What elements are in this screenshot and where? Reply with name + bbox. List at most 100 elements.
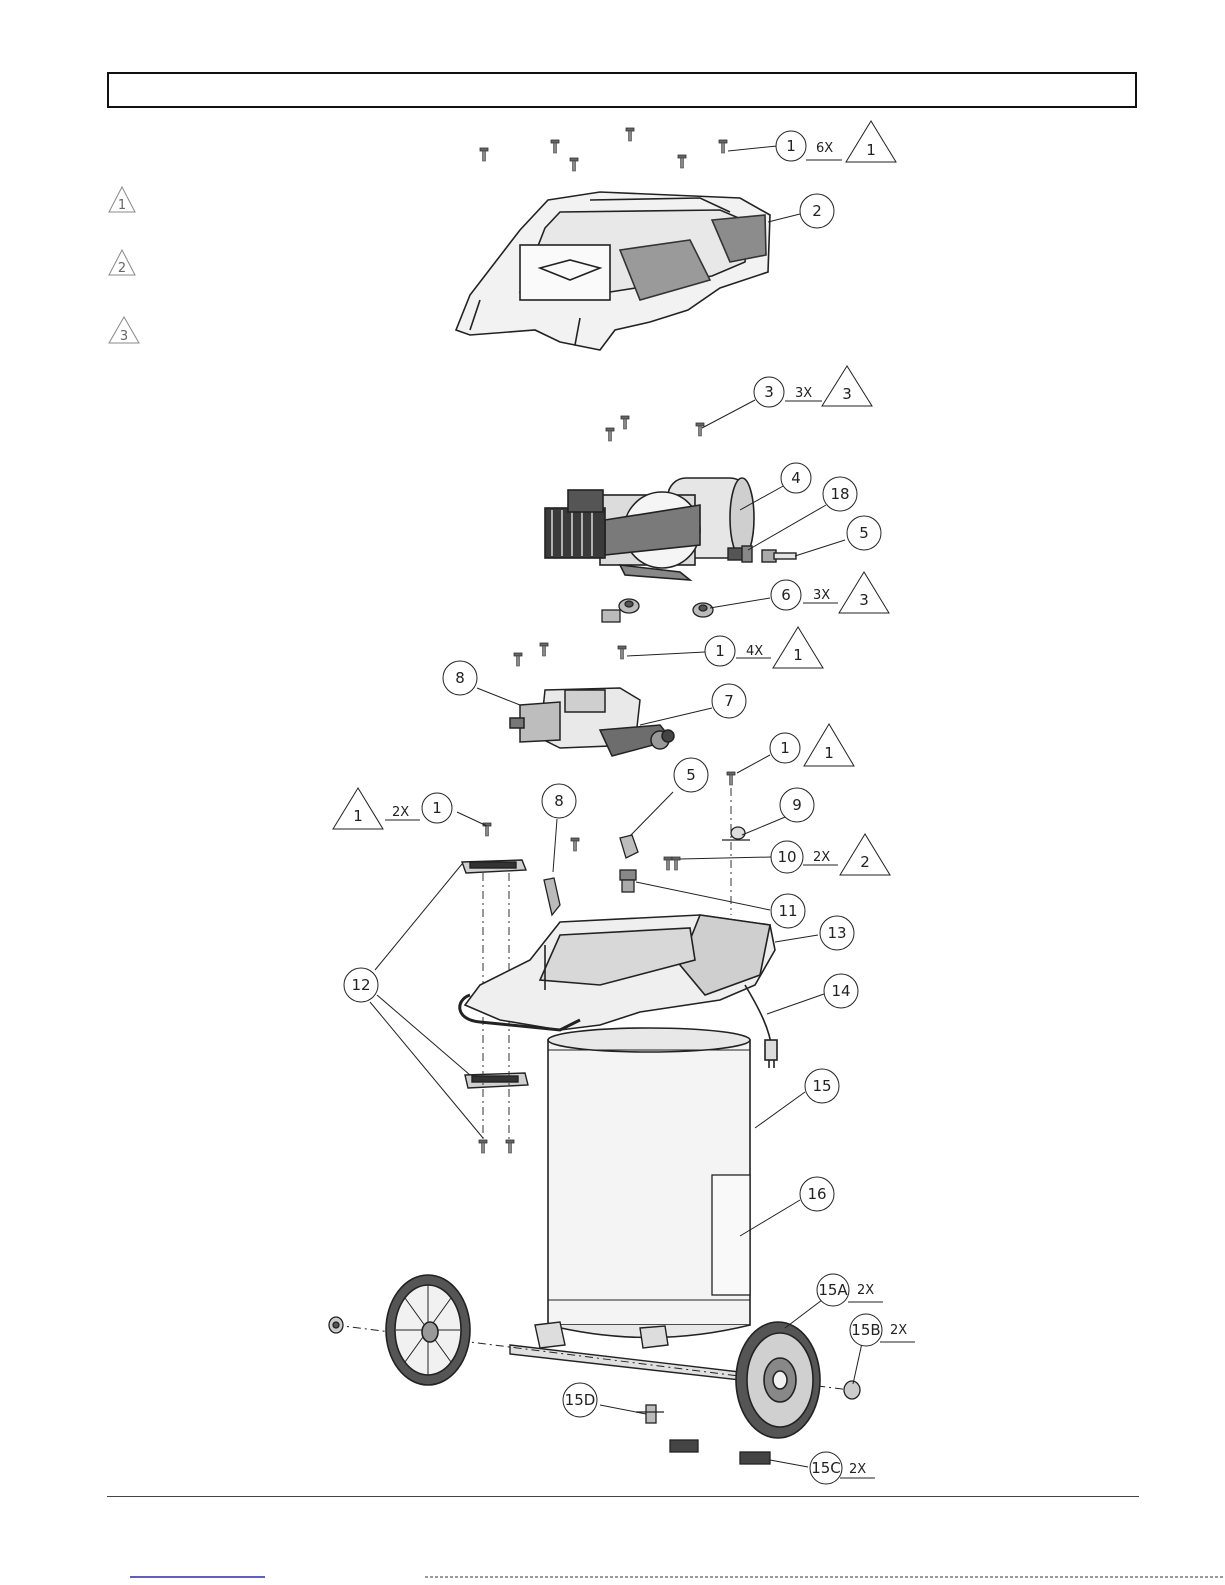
tank-label <box>712 1175 750 1295</box>
qty-3: 3X <box>795 386 812 401</box>
triangle-1-right: 1 <box>804 724 854 766</box>
tube-5 <box>762 550 796 562</box>
callout-11: 11 <box>771 894 805 928</box>
motor-screws <box>606 416 704 441</box>
svg-text:8: 8 <box>554 792 564 810</box>
svg-text:5: 5 <box>686 766 696 784</box>
callout-15C: 15C <box>810 1452 842 1484</box>
triangle-1-left: 1 <box>333 788 383 829</box>
elbow-5 <box>620 835 638 858</box>
nut-left <box>329 1317 343 1333</box>
svg-text:3: 3 <box>842 385 852 403</box>
svg-text:3: 3 <box>764 383 774 401</box>
rubber-feet <box>670 1440 770 1464</box>
callout-10: 10 <box>771 841 803 873</box>
svg-text:15B: 15B <box>851 1321 880 1339</box>
qty-15B: 2X <box>890 1323 907 1338</box>
qty-6: 3X <box>813 588 830 603</box>
callout-16: 16 <box>800 1177 834 1211</box>
motor-pump-assembly <box>545 478 754 580</box>
callout-14: 14 <box>824 974 858 1008</box>
svg-text:1: 1 <box>780 739 790 757</box>
qty-15C: 2X <box>849 1462 866 1477</box>
triangle-1-mid: 1 <box>773 627 823 668</box>
svg-text:11: 11 <box>778 902 797 920</box>
drain-valve <box>636 1405 664 1423</box>
svg-text:15: 15 <box>812 1077 831 1095</box>
svg-text:15A: 15A <box>818 1281 848 1299</box>
screw-right <box>727 772 735 785</box>
qty-1-top: 6X <box>816 141 833 156</box>
callout-4: 4 <box>781 463 811 493</box>
callout-8-upper: 8 <box>443 661 477 695</box>
svg-text:16: 16 <box>807 1185 826 1203</box>
svg-text:1: 1 <box>786 137 796 155</box>
svg-text:14: 14 <box>831 982 850 1000</box>
grip-screw-1 <box>479 1140 487 1153</box>
svg-text:8: 8 <box>455 669 465 687</box>
svg-text:3: 3 <box>120 329 128 344</box>
valve-8 <box>544 878 560 915</box>
svg-text:18: 18 <box>830 485 849 503</box>
svg-text:1: 1 <box>118 198 126 213</box>
svg-text:7: 7 <box>724 692 734 710</box>
control-manifold <box>510 688 674 756</box>
callout-15D: 15D <box>563 1383 597 1417</box>
control-screws <box>514 643 626 666</box>
callout-5-lower: 5 <box>674 758 708 792</box>
svg-text:1: 1 <box>824 744 834 762</box>
footer-rule <box>107 1496 1139 1497</box>
triangle-2: 2 <box>840 834 890 875</box>
grip-screw-2 <box>506 1140 514 1153</box>
callout-6: 6 <box>771 580 801 610</box>
fitting-18 <box>728 546 752 562</box>
callout-15A: 15A <box>817 1274 849 1306</box>
legend-mark-3: 3 <box>109 317 139 344</box>
callout-13: 13 <box>820 916 854 950</box>
callout-1: 1 <box>776 131 806 161</box>
svg-text:5: 5 <box>859 524 869 542</box>
callout-1-left: 1 <box>422 793 452 823</box>
legend-mark-2: 2 <box>109 250 135 276</box>
triangle-3-upper: 3 <box>822 366 872 406</box>
svg-text:4: 4 <box>791 469 801 487</box>
callout-1-mid: 1 <box>705 636 735 666</box>
callout-2: 2 <box>800 194 834 228</box>
callout-3: 3 <box>754 377 784 407</box>
base-frame <box>460 915 775 1030</box>
svg-text:15D: 15D <box>565 1391 596 1409</box>
legend-mark-1: 1 <box>109 187 135 213</box>
svg-text:10: 10 <box>777 848 796 866</box>
handle-grip-top <box>462 860 526 873</box>
svg-text:6: 6 <box>781 586 791 604</box>
callout-7: 7 <box>712 684 746 718</box>
svg-text:1: 1 <box>432 799 442 817</box>
callout-8-lower: 8 <box>542 784 576 818</box>
svg-text:2: 2 <box>118 261 126 276</box>
screws-10 <box>664 857 680 870</box>
triangle-3-lower: 3 <box>839 572 889 613</box>
svg-text:2: 2 <box>860 853 870 871</box>
svg-text:1: 1 <box>866 141 876 159</box>
callout-12: 12 <box>344 968 378 1002</box>
wheel-right <box>736 1322 820 1438</box>
svg-text:15C: 15C <box>811 1459 841 1477</box>
wheel-left <box>386 1275 470 1385</box>
callout-1-right: 1 <box>770 733 800 763</box>
qty-15A: 2X <box>857 1283 874 1298</box>
svg-text:13: 13 <box>827 924 846 942</box>
handle-grip-bottom <box>465 1073 528 1088</box>
svg-text:2: 2 <box>812 202 822 220</box>
triangle-1-top: 1 <box>846 121 896 162</box>
svg-text:1: 1 <box>353 807 363 825</box>
top-screws <box>480 128 727 171</box>
callout-18: 18 <box>823 477 857 511</box>
qty-1-mid: 4X <box>746 644 763 659</box>
callout-5-upper: 5 <box>847 516 881 550</box>
qty-10: 2X <box>813 850 830 865</box>
callout-15B: 15B <box>850 1314 882 1346</box>
qty-1-left: 2X <box>392 805 409 820</box>
svg-text:1: 1 <box>715 642 725 660</box>
isolators <box>602 599 713 622</box>
